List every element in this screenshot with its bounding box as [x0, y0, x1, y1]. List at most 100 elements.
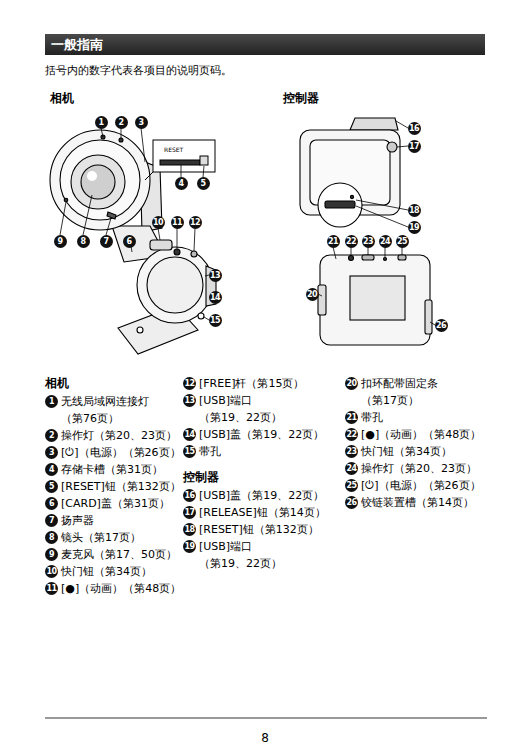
circle-shape [174, 249, 180, 255]
card-inset [145, 140, 215, 180]
section-heading: 相机 [50, 90, 74, 107]
note-text: 括号内的数字代表各项目的说明页码。 [45, 62, 232, 79]
circle-shape [81, 165, 115, 199]
line-shape [145, 172, 153, 180]
list-number: 8 [45, 531, 58, 544]
item-text: [RESET]钮（第132页） [199, 521, 319, 538]
circle-shape [137, 247, 213, 323]
list-number: 24 [345, 462, 358, 475]
page-number: 8 [261, 731, 269, 745]
item-text: [RELEASE]钮（第14页） [199, 504, 326, 521]
item-text: [●]（动画）（第48页） [361, 426, 481, 443]
leader-lines [60, 121, 435, 325]
callout-number: 6 [123, 235, 136, 248]
list-number: 10 [45, 565, 58, 578]
item-text: 扣环配带固定条 （第17页） [361, 375, 463, 409]
line-shape [181, 165, 182, 177]
rect-shape [318, 285, 326, 315]
item-text: [USB]端口 （第19、22页） [199, 538, 291, 572]
item-text: 扬声器 [61, 512, 94, 529]
callout-number: 20 [306, 288, 319, 301]
camera-back [118, 240, 216, 354]
line-shape [203, 166, 204, 177]
line-shape [194, 228, 195, 251]
line-shape [402, 247, 403, 255]
list-number: 21 [345, 411, 358, 424]
rect-shape [425, 300, 432, 334]
part-label: RESET [164, 146, 183, 153]
circle-shape [60, 140, 140, 220]
callout-number: 24 [379, 235, 392, 248]
circle-shape [198, 313, 204, 319]
item-text: [USB]盖（第19、22页） [199, 487, 324, 504]
item-text: 铰链装置槽（第14页） [361, 494, 474, 511]
section-heading: 控制器 [283, 90, 319, 107]
item-text: [CARD]盖（第31页） [61, 495, 170, 512]
item-text: 快门钮（第34页） [361, 443, 452, 460]
item-text: 存储卡槽（第31页） [61, 461, 163, 478]
callout-number: 14 [209, 291, 222, 304]
callout-number: 12 [189, 216, 202, 229]
callout-number: 25 [396, 235, 409, 248]
circle-shape [147, 257, 203, 313]
circle-shape [387, 142, 397, 152]
callout-number: 18 [408, 204, 421, 217]
callout-number: 23 [362, 235, 375, 248]
callout-number: 13 [209, 269, 222, 282]
circle-shape [87, 171, 97, 181]
list-number: 11 [45, 582, 58, 595]
line-shape [318, 294, 322, 296]
circle-shape [137, 327, 143, 333]
line-shape [177, 228, 178, 249]
callout-number: 15 [209, 314, 222, 327]
rect-shape [320, 255, 430, 345]
circle-shape [349, 256, 354, 261]
callout-number: 21 [327, 235, 340, 248]
item-text: [●]（动画）（第48页） [61, 580, 181, 597]
circle-shape [50, 130, 150, 230]
list-number: 9 [45, 548, 58, 561]
rect-shape [362, 255, 374, 260]
line-shape [83, 195, 92, 235]
callout-number: 9 [54, 235, 67, 248]
item-text: 操作灯（第20、23页） [361, 460, 477, 477]
line-shape [106, 218, 111, 235]
item-text: 带孔 [199, 443, 221, 460]
item-text: 镜头（第17页） [61, 529, 141, 546]
callout-number: 2 [115, 116, 128, 129]
callout-number: 26 [435, 319, 448, 332]
callout-number: 17 [408, 140, 421, 153]
line-shape [385, 247, 386, 257]
callout-number: 16 [408, 122, 421, 135]
item-text: 快门钮（第34页） [61, 563, 152, 580]
list-number: 23 [345, 445, 358, 458]
item-text: 带孔 [361, 409, 383, 426]
section-heading: 控制器 [183, 469, 219, 486]
callout-number: 4 [175, 177, 188, 190]
circle-shape [71, 155, 125, 209]
list-number: 2 [45, 429, 58, 442]
list-number: 17 [183, 506, 196, 519]
list-number: 7 [45, 514, 58, 527]
path-shape [107, 212, 116, 219]
line-shape [396, 121, 408, 128]
callout-number: 8 [77, 235, 90, 248]
item-text: 操作灯（第20、23页） [61, 427, 177, 444]
line-shape [397, 146, 408, 147]
line-shape [101, 128, 103, 137]
rect-shape [350, 276, 405, 320]
circle-shape [350, 195, 353, 198]
list-number: 18 [183, 523, 196, 536]
list-number: 13 [183, 394, 196, 407]
line-shape [158, 228, 160, 240]
path-shape [350, 118, 398, 130]
rect-shape [160, 160, 200, 165]
item-text: [FREE]杆（第15页） [199, 375, 304, 392]
line-shape [351, 247, 352, 256]
callout-number: 11 [171, 216, 184, 229]
list-number: 5 [45, 480, 58, 493]
rect-shape [200, 156, 208, 165]
rect-shape [325, 201, 355, 208]
callout-number: 1 [95, 116, 108, 129]
